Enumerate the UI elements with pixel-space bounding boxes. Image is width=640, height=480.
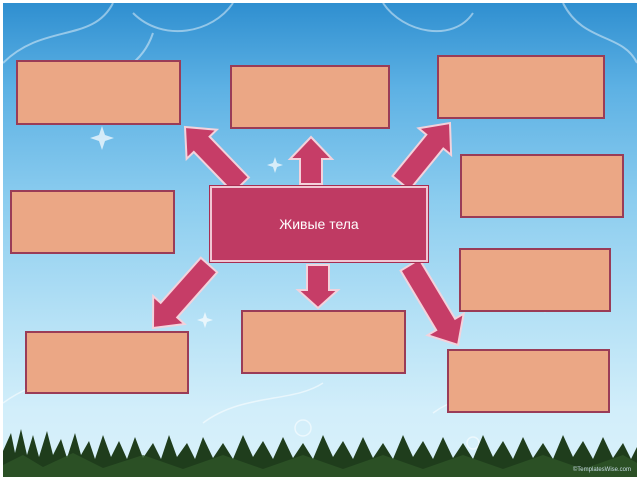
box-right-lower [459,248,611,312]
watermark: ©TemplatesWise.com [572,467,631,473]
box-right-upper [460,154,624,218]
arrows-layer [151,121,466,347]
arrow-to-bottom-right [399,257,466,347]
box-top-middle [230,65,390,129]
slide: Живые тела ©TemplatesWise.com [3,3,637,477]
box-bottom-left [25,331,189,394]
box-top-right [437,55,605,119]
box-bottom-right [447,349,610,413]
arrow-to-bottom-left [151,256,219,330]
arrow-to-top-middle [287,135,335,185]
center-node: Живые тела [210,186,428,262]
arrow-to-bottom-middle [295,264,341,310]
center-node-label: Живые тела [279,216,359,232]
box-top-left [16,60,181,125]
arrow-to-top-left [183,125,251,195]
background-decoration [3,3,637,477]
box-left-middle [10,190,175,254]
arrow-to-top-right [391,121,453,192]
box-bottom-middle [241,310,406,374]
